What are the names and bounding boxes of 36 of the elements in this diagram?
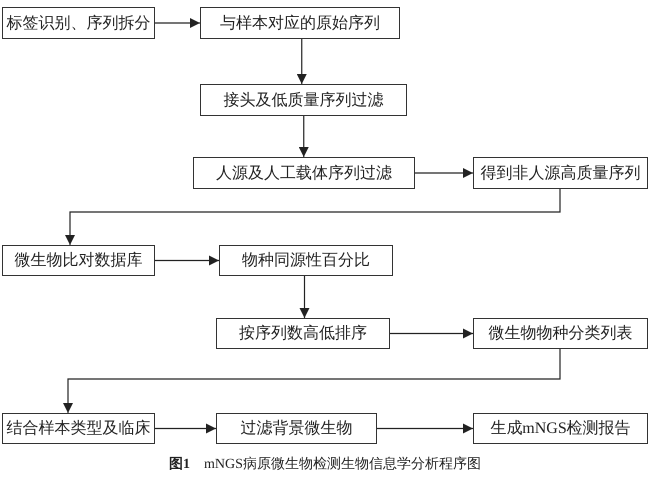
step-text: 生成mNGS检测报告: [490, 418, 631, 439]
process-box: [216, 318, 390, 349]
step-text: 微生物物种分类列表: [488, 324, 632, 344]
process-box: [193, 157, 415, 189]
process-box: [219, 245, 393, 276]
process-box: [473, 413, 648, 444]
step-text: 按序列数高低排序: [239, 324, 367, 344]
arrow: [377, 424, 473, 434]
process-box: [473, 157, 648, 189]
arrow: [155, 18, 200, 28]
arrow: [155, 256, 219, 266]
process-box: [200, 7, 400, 39]
arrow: [298, 116, 309, 157]
process-box: [200, 84, 407, 116]
step-text: 与样本对应的原始序列: [220, 14, 380, 34]
figure-caption: 图1 mNGS病原微生物检测生物信息学分析程序图: [168, 455, 482, 473]
step-text: 物种同源性百分比: [242, 250, 370, 271]
process-box: [2, 413, 155, 444]
arrow: [390, 328, 473, 338]
step-text: 标签识别、序列拆分: [6, 14, 150, 34]
process-box: [2, 7, 155, 39]
step-text: 接头及低质量序列过滤: [224, 90, 384, 110]
arrow: [300, 276, 310, 318]
arrow: [63, 349, 561, 413]
step-text: 过滤背景微生物: [240, 418, 352, 439]
step-text: 微生物比对数据库: [14, 250, 142, 271]
arrow: [155, 424, 216, 434]
arrow: [65, 189, 561, 245]
step-text: 人源及人工载体序列过滤: [216, 164, 392, 184]
arrow: [296, 39, 307, 84]
step-text: 得到非人源高质量序列: [480, 164, 640, 184]
arrow: [415, 168, 473, 178]
process-box: [216, 413, 377, 444]
process-box: [473, 318, 648, 349]
process-box: [2, 245, 155, 276]
step-text: 结合样本类型及临床: [6, 418, 150, 439]
